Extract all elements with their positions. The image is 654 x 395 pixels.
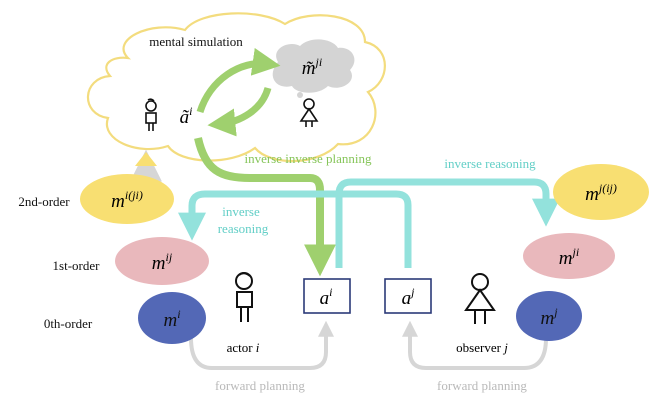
zeroth-order-label: 0th-order [44, 316, 93, 331]
mental-simulation-title: mental simulation [149, 34, 243, 49]
thought-bubble-dot [300, 82, 308, 90]
actor-action-label: ai [320, 285, 333, 309]
second-order-model-i-label: mi(ji) [111, 188, 143, 212]
inverse-inverse-planning-label: inverse inverse planning [244, 151, 372, 166]
imagined-action-label: ãi [180, 104, 193, 128]
zeroth-order-model-j-label: mj [540, 305, 558, 329]
observer-action-label: aj [402, 285, 416, 309]
inverse-inverse-planning-arrow [194, 137, 336, 277]
inverse-reasoning-left-label-line1: inverse [222, 204, 260, 219]
inverse-reasoning-left-arrow [178, 190, 412, 268]
imagined-model-label: m̃ji [302, 55, 322, 79]
second-order-model-j [553, 164, 649, 220]
observer-figure-icon [464, 273, 496, 324]
imagined-observer-figure-icon [299, 98, 319, 127]
first-order-label: 1st-order [53, 258, 101, 273]
zeroth-order-model-j [516, 291, 582, 341]
second-order-label: 2nd-order [18, 194, 70, 209]
forward-planning-right-arrow [402, 320, 548, 370]
zeroth-order-model-i [138, 292, 206, 344]
first-order-model-j-label: mji [559, 245, 579, 269]
first-order-model-i-label: mij [152, 250, 173, 274]
second-order-to-cloud-arrowhead [135, 152, 157, 166]
actor-figure-icon [235, 272, 253, 322]
forward-planning-left-label: forward planning [215, 378, 305, 393]
observer-action-box [384, 278, 432, 314]
simulation-arrow-down [207, 86, 272, 137]
observer-label: observer j [456, 340, 508, 355]
inverse-reasoning-left-label-line2: reasoning [218, 221, 269, 236]
forward-planning-left-arrow [189, 320, 334, 370]
forward-planning-right-label: forward planning [437, 378, 527, 393]
imagined-actor-figure-icon [145, 98, 157, 131]
second-order-model-j-label: mj(ij) [585, 181, 617, 205]
first-order-model-j [523, 233, 615, 279]
inverse-reasoning-right-arrow [335, 178, 560, 268]
thought-bubble-dot [297, 92, 303, 98]
thought-bubble [272, 39, 355, 93]
simulation-arrow-up [196, 47, 281, 114]
actor-action-box [303, 278, 351, 314]
actor-label: actor i [227, 340, 260, 355]
first-order-model-i [115, 237, 209, 285]
zeroth-order-model-i-label: mi [163, 307, 180, 331]
inverse-reasoning-right-label: inverse reasoning [444, 156, 536, 171]
second-order-model-i [80, 174, 174, 224]
